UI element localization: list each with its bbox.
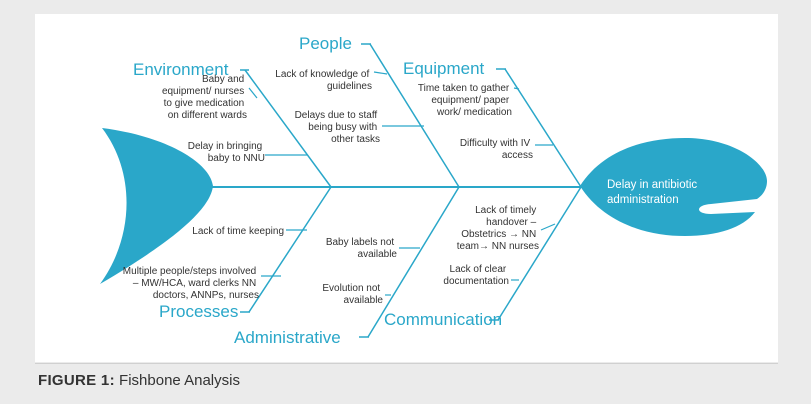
cause-people-1: Lack of knowledge of guidelines (275, 69, 372, 92)
connector-ppl1 (373, 71, 388, 75)
figure-caption: FIGURE 1: Fishbone Analysis (38, 372, 240, 389)
cause-communication-2: Lack of clear documentation (443, 264, 509, 287)
cause-equipment-2: Difficulty with IV access (460, 138, 533, 161)
fish-head (580, 138, 767, 236)
bone-equipment (504, 68, 582, 188)
bone-administrative (367, 186, 460, 338)
category-administrative: Administrative (234, 328, 341, 347)
cause-env-1: Baby and equipment/ nurses to give medic… (162, 74, 247, 121)
cause-administrative-2: Evolution not available (322, 283, 383, 306)
figure-label: FIGURE 1: (38, 372, 115, 389)
cause-env-2: Delay in bringing baby to NNU (188, 141, 265, 164)
category-processes: Processes (159, 302, 238, 321)
bone-environment (244, 69, 332, 188)
bone-processes (248, 186, 332, 313)
cause-communication-1: Lack of timely handover – Obstetrics → N… (457, 205, 539, 252)
cause-equipment-1: Time taken to gather equipment/ paper wo… (418, 83, 512, 118)
connector-eq1 (513, 87, 520, 90)
cause-processes-1: Lack of time keeping (192, 226, 284, 237)
connector-env1 (248, 87, 258, 99)
cause-people-2: Delays due to staff being busy with othe… (295, 110, 380, 145)
category-people: People (299, 34, 352, 53)
connector-com1 (540, 223, 556, 231)
bone-people (369, 43, 460, 188)
category-communication: Communication (384, 310, 502, 329)
head-label-line2: administration (607, 194, 679, 206)
figure-title: Fishbone Analysis (119, 372, 240, 389)
category-environment: Environment (133, 60, 229, 79)
fishbone-svg: Delay in antibiotic administration Envir… (100, 34, 767, 347)
cause-administrative-1: Baby labels not available (326, 237, 398, 260)
fish-tail (100, 128, 213, 284)
bone-communication (497, 186, 582, 321)
caption-divider (35, 363, 778, 364)
category-equipment: Equipment (403, 59, 485, 78)
cause-processes-2: Multiple people/steps involved – MW/HCA,… (123, 266, 259, 301)
fishbone-diagram: Delay in antibiotic administration Envir… (35, 14, 778, 362)
head-label-line1: Delay in antibiotic (607, 179, 697, 191)
